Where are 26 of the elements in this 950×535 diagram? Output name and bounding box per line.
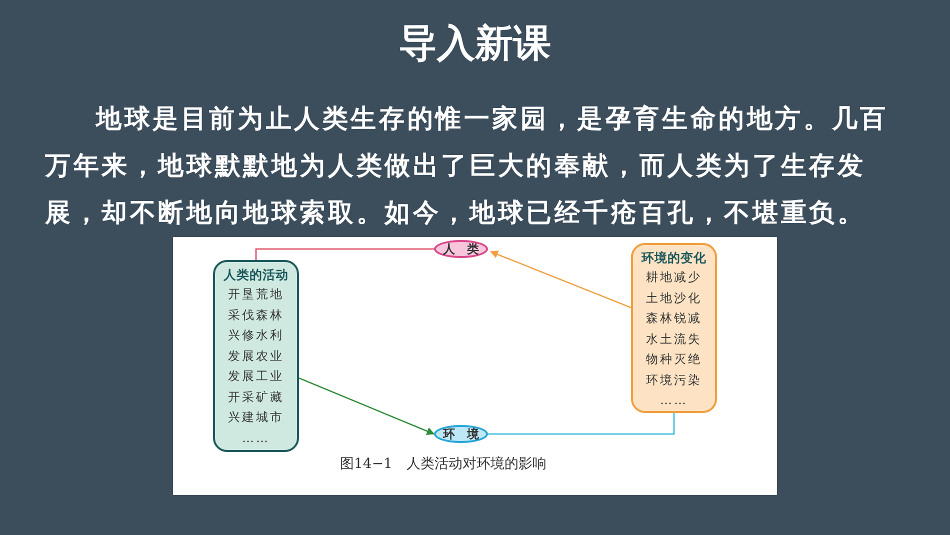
- arrow: [298, 377, 435, 435]
- list-item: 发展农业: [227, 348, 285, 364]
- intro-paragraph: 地球是目前为止人类生存的惟一家园，是孕育生命的地方。几百万年来，地球默默地为人类做出了巨大的奉献，而人类为了生存发展，却不断地向地球索取。如今，地球已经千疮百孔，不堪重负。: [45, 103, 890, 230]
- list-item: 水土流失: [645, 330, 703, 348]
- list-item: 兴修水利: [227, 327, 285, 344]
- list-item: ……: [659, 392, 689, 409]
- list-item: 土地沙化: [645, 290, 703, 306]
- box-heading: 人类的活动: [222, 266, 290, 284]
- list-item: ……: [241, 430, 271, 446]
- list-item: 兴建城市: [227, 409, 285, 426]
- arrow: [490, 250, 632, 308]
- rounded-box: [213, 260, 299, 452]
- list-item: 开采矿藏: [227, 388, 285, 406]
- connector-line: [255, 248, 434, 260]
- list-item: 森林锐减: [645, 310, 703, 327]
- list-item: 物种灭绝: [645, 351, 703, 368]
- list-item: 发展工业: [227, 368, 285, 385]
- figure-caption: 图14−1 人类活动对环境的影响: [340, 455, 546, 473]
- connector-line: [488, 413, 675, 435]
- list-item: 开垦荒地: [227, 286, 285, 303]
- list-item: 采伐森林: [227, 306, 285, 324]
- slide-title: 导入新课: [398, 20, 552, 67]
- list-item: 耕地减少: [645, 269, 703, 286]
- rounded-box: [631, 243, 717, 413]
- list-item: 环境污染: [645, 372, 703, 388]
- box-heading: 环境的变化: [640, 249, 708, 267]
